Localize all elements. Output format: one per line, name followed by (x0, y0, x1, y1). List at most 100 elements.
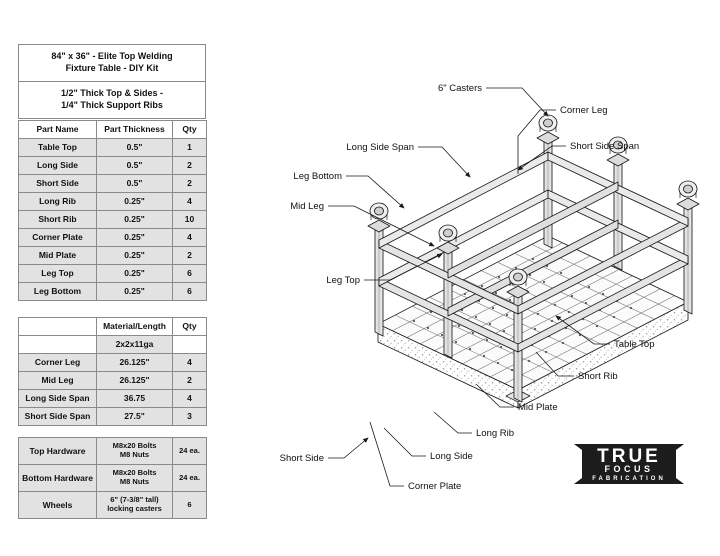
leader-table-top (555, 315, 610, 345)
parts-table-header-row: Part Name Part Thickness Qty (18, 120, 207, 139)
material-cell-spec: 2x2x11ga (96, 335, 173, 354)
parts-cell-name: Corner Plate (18, 228, 97, 247)
table-row: Long Side 0.5" 2 (18, 156, 207, 175)
parts-cell-thickness: 0.25" (96, 210, 173, 229)
material-table-header-row: Material/Length Qty (18, 317, 207, 336)
parts-cell-name: Mid Plate (18, 246, 97, 265)
leader-short-side-span (517, 145, 566, 171)
hardware-cell-qty: 24 ea. (172, 464, 207, 492)
table-row: 2x2x11ga (18, 335, 207, 354)
material-cell-qty: 4 (172, 389, 207, 408)
parts-cell-qty: 2 (172, 246, 207, 265)
parts-cell-name: Long Side (18, 156, 97, 175)
parts-cell-qty: 2 (172, 174, 207, 193)
table-row: Mid Plate 0.25" 2 (18, 246, 207, 265)
hardware-cell-qty: 6 (172, 491, 207, 519)
isometric-assembly-drawing: 6" Casters Corner Leg Short Side Span Lo… (218, 24, 718, 524)
callout-corner-plate: Corner Plate (408, 481, 461, 492)
leader-leg-bottom (346, 175, 405, 209)
material-cell-qty (172, 335, 207, 354)
material-cell-spec: 26.125" (96, 353, 173, 372)
callout-mid-plate: Mid Plate (518, 402, 558, 413)
leader-leg-top (364, 253, 443, 281)
leader-corner-plate (369, 421, 404, 487)
table-row: Short Rib 0.25" 10 (18, 210, 207, 229)
parts-table: Part Name Part Thickness Qty Table Top 0… (18, 120, 207, 301)
table-row: Table Top 0.5" 1 (18, 138, 207, 157)
callout-leg-bottom: Leg Bottom (293, 171, 342, 182)
callout-mid-leg: Mid Leg (290, 201, 324, 212)
callout-long-side: Long Side (430, 451, 473, 462)
table-row: Long Side Span 36.75 4 (18, 389, 207, 408)
parts-cell-qty: 6 (172, 282, 207, 301)
parts-cell-qty: 4 (172, 192, 207, 211)
parts-cell-name: Table Top (18, 138, 97, 157)
material-cell-name: Corner Leg (18, 353, 97, 372)
callout-table-top: Table Top (614, 339, 655, 350)
parts-cell-name: Long Rib (18, 192, 97, 211)
parts-cell-thickness: 0.25" (96, 228, 173, 247)
parts-cell-qty: 4 (172, 228, 207, 247)
parts-header-qty: Qty (172, 120, 207, 139)
material-cell-qty: 4 (172, 353, 207, 372)
callout-casters: 6" Casters (438, 83, 482, 94)
parts-cell-qty: 1 (172, 138, 207, 157)
hardware-cell-name: Top Hardware (18, 437, 97, 465)
parts-cell-name: Short Rib (18, 210, 97, 229)
leader-short-rib (535, 351, 574, 377)
logo-line-fabrication: FABRICATION (592, 476, 666, 482)
leader-long-side-span (418, 146, 471, 178)
parts-cell-qty: 2 (172, 156, 207, 175)
logo-line-true: TRUE (597, 446, 661, 467)
hardware-cell-name: Wheels (18, 491, 97, 519)
parts-cell-thickness: 0.5" (96, 156, 173, 175)
leader-mid-plate (475, 383, 514, 408)
leader-mid-leg (328, 205, 435, 247)
table-row: Corner Plate 0.25" 4 (18, 228, 207, 247)
callout-long-side-span: Long Side Span (346, 142, 414, 153)
table-row: Corner Leg 26.125" 4 (18, 353, 207, 372)
parts-cell-thickness: 0.25" (96, 264, 173, 283)
material-cell-spec: 36.75 (96, 389, 173, 408)
material-cell-spec: 27.5" (96, 407, 173, 426)
parts-cell-qty: 6 (172, 264, 207, 283)
material-header-qty: Qty (172, 317, 207, 336)
parts-cell-name: Leg Bottom (18, 282, 97, 301)
material-cell-name: Short Side Span (18, 407, 97, 426)
company-logo: TRUE FOCUS FABRICATION (570, 440, 688, 488)
hardware-cell-qty: 24 ea. (172, 437, 207, 465)
material-cell-name (18, 335, 97, 354)
table-row: Short Side 0.5" 2 (18, 174, 207, 193)
parts-cell-thickness: 0.25" (96, 282, 173, 301)
parts-header-part-thickness: Part Thickness (96, 120, 173, 139)
material-header-blank (18, 317, 97, 336)
callout-long-rib: Long Rib (476, 428, 514, 439)
callout-short-rib: Short Rib (578, 371, 618, 382)
callout-short-side-span: Short Side Span (570, 141, 639, 152)
hardware-cell-name: Bottom Hardware (18, 464, 97, 492)
logo-line-focus: FOCUS (605, 464, 654, 474)
parts-cell-name: Short Side (18, 174, 97, 193)
table-row: Leg Bottom 0.25" 6 (18, 282, 207, 301)
callout-short-side: Short Side (280, 453, 324, 464)
parts-cell-thickness: 0.25" (96, 246, 173, 265)
table-row: Long Rib 0.25" 4 (18, 192, 207, 211)
material-cell-name: Mid Leg (18, 371, 97, 390)
material-table: Material/Length Qty 2x2x11ga Corner Leg … (18, 317, 207, 426)
title-block-sub: 1/2" Thick Top & Sides -1/4" Thick Suppo… (19, 80, 205, 118)
parts-cell-thickness: 0.25" (96, 192, 173, 211)
parts-cell-thickness: 0.5" (96, 138, 173, 157)
material-cell-qty: 3 (172, 407, 207, 426)
parts-cell-name: Leg Top (18, 264, 97, 283)
material-cell-spec: 26.125" (96, 371, 173, 390)
leader-long-side (383, 427, 426, 457)
table-row: Mid Leg 26.125" 2 (18, 371, 207, 390)
parts-cell-thickness: 0.5" (96, 174, 173, 193)
leader-long-rib (433, 411, 472, 434)
logo-badge-shape (574, 444, 684, 484)
